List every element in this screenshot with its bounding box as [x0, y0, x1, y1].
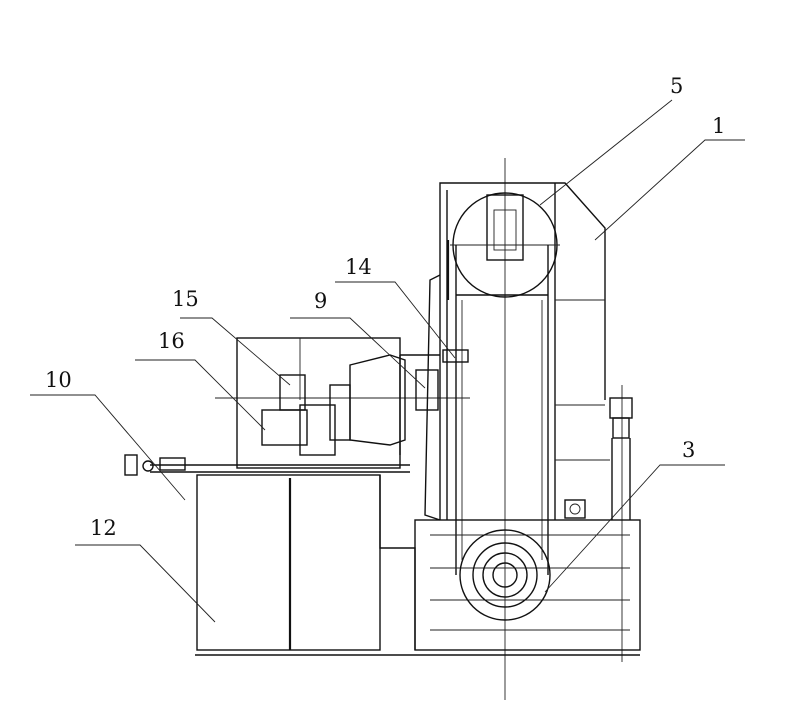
label-16: 16	[158, 329, 185, 353]
label-9: 9	[314, 289, 327, 313]
housing	[439, 182, 610, 520]
right-column	[609, 397, 633, 520]
label-3: 3	[682, 438, 695, 462]
belt	[455, 245, 549, 575]
motor-box	[236, 337, 406, 469]
tank	[195, 474, 640, 656]
label-14: 14	[345, 255, 372, 279]
upper-wheel	[450, 192, 560, 298]
label-12: 12	[90, 516, 117, 540]
leader-lines	[30, 99, 745, 623]
label-1: 1	[712, 114, 725, 138]
platform	[124, 454, 410, 476]
label-5: 5	[670, 74, 683, 98]
label-15: 15	[172, 287, 199, 311]
tensioner-mechanism	[399, 240, 469, 521]
lower-base	[414, 499, 641, 651]
label-10: 10	[45, 368, 72, 392]
